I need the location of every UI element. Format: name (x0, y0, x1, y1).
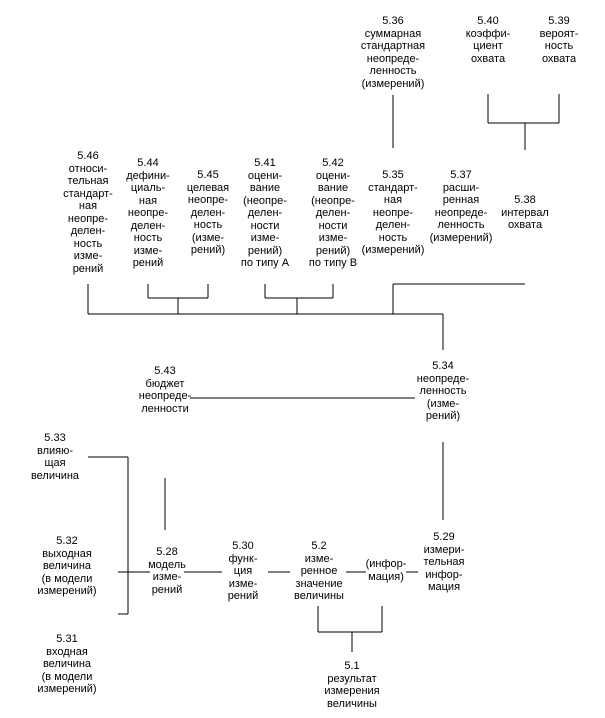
concept-number: 5.41 (254, 157, 276, 169)
information-label: (инфор- мация) (360, 558, 412, 583)
concept-label: модель изме- рений (148, 558, 186, 596)
concept-label: оцени- вание (неопре- делен- ности изме-… (240, 169, 290, 270)
concept-label: дефини- циаль- ная неопре- делен- ность … (126, 169, 170, 270)
concept-number: 5.36 (382, 15, 404, 27)
concept-number: 5.35 (382, 169, 404, 181)
concept-5-31: 5.31 входная величина (в модели измерени… (18, 633, 116, 696)
concept-number: 5.40 (477, 15, 499, 27)
concept-label: бюджет неопреде- ленности (138, 377, 192, 415)
concept-5-33: 5.33 влияю- щая величина (25, 432, 85, 482)
concept-number: 5.45 (197, 169, 219, 181)
concept-label: суммарная стандартная неопреде- ленность… (360, 27, 426, 90)
concept-number: 5.43 (154, 365, 176, 377)
concept-label: результат измерения величины (324, 672, 380, 710)
concept-5-46: 5.46 относи- тельная стандарт- ная неопр… (58, 150, 118, 275)
concept-label: функ- ция изме- рений (227, 552, 259, 603)
concept-number: 5.37 (450, 169, 472, 181)
concept-5-1: 5.1 результат измерения величины (304, 660, 400, 710)
concept-5-38: 5.38 интервал охвата (495, 194, 555, 232)
concept-5-30: 5.30 функ- ция изме- рений (214, 540, 272, 603)
concept-5-39: 5.39 вероят- ность охвата (530, 15, 588, 65)
concept-label: измери- тельная инфор- мация (423, 543, 465, 594)
concept-5-40: 5.40 коэффи- циент охвата (460, 15, 516, 65)
concept-number: 5.31 (56, 633, 78, 645)
concept-number: 5.44 (137, 157, 159, 169)
concept-label: интервал охвата (501, 206, 549, 232)
concept-5-44: 5.44 дефини- циаль- ная неопре- делен- н… (118, 157, 178, 270)
concept-label: вероят- ность охвата (539, 27, 579, 65)
concept-5-32: 5.32 выходная величина (в модели измерен… (18, 535, 116, 598)
concept-label: неопреде- ленность (изме- рений) (416, 372, 470, 423)
concept-number: 5.1 (344, 660, 360, 672)
concept-label: целевая неопре- делен- ность (изме- рени… (186, 181, 230, 257)
concept-label: (инфор- мация) (365, 558, 407, 583)
concept-5-34: 5.34 неопреде- ленность (изме- рений) (408, 360, 478, 423)
concept-number: 5.29 (433, 531, 455, 543)
concept-label: расши- ренная неопреде- ленность (измере… (429, 181, 493, 244)
concept-5-36: 5.36 суммарная стандартная неопреде- лен… (345, 15, 441, 90)
concept-number: 5.30 (232, 540, 254, 552)
concept-number: 5.2 (311, 540, 327, 552)
concept-label: изме- ренное значение величины (294, 552, 344, 603)
concept-label: стандарт- ная неопре- делен- ность (изме… (361, 181, 425, 257)
concept-number: 5.46 (77, 150, 99, 162)
concept-label: оцени- вание (неопре- делен- ности изме-… (308, 169, 358, 270)
concept-5-37: 5.37 расши- ренная неопреде- ленность (и… (424, 169, 498, 244)
concept-5-2: 5.2 изме- ренное значение величины (288, 540, 350, 603)
concept-5-45: 5.45 целевая неопре- делен- ность (изме-… (178, 169, 238, 257)
concept-label: влияю- щая величина (30, 444, 80, 482)
concept-label: коэффи- циент охвата (465, 27, 511, 65)
concept-5-41: 5.41 оцени- вание (неопре- делен- ности … (232, 157, 298, 270)
concept-label: входная величина (в модели измерений) (37, 645, 97, 696)
concept-5-35: 5.35 стандарт- ная неопре- делен- ность … (358, 169, 428, 257)
concept-5-43: 5.43 бюджет неопреде- ленности (130, 365, 200, 415)
concept-5-42: 5.42 оцени- вание (неопре- делен- ности … (300, 157, 366, 270)
concept-label: относи- тельная стандарт- ная неопре- де… (63, 162, 113, 275)
concept-number: 5.38 (514, 194, 536, 206)
concept-number: 5.32 (56, 535, 78, 547)
concept-number: 5.34 (432, 360, 454, 372)
concept-number: 5.42 (322, 157, 344, 169)
concept-label: выходная величина (в модели измерений) (37, 547, 97, 598)
concept-5-29: 5.29 измери- тельная инфор- мация (412, 531, 476, 594)
concept-5-28: 5.28 модель изме- рений (140, 546, 194, 596)
concept-number: 5.33 (44, 432, 66, 444)
concept-number: 5.28 (156, 546, 178, 558)
concept-number: 5.39 (548, 15, 570, 27)
